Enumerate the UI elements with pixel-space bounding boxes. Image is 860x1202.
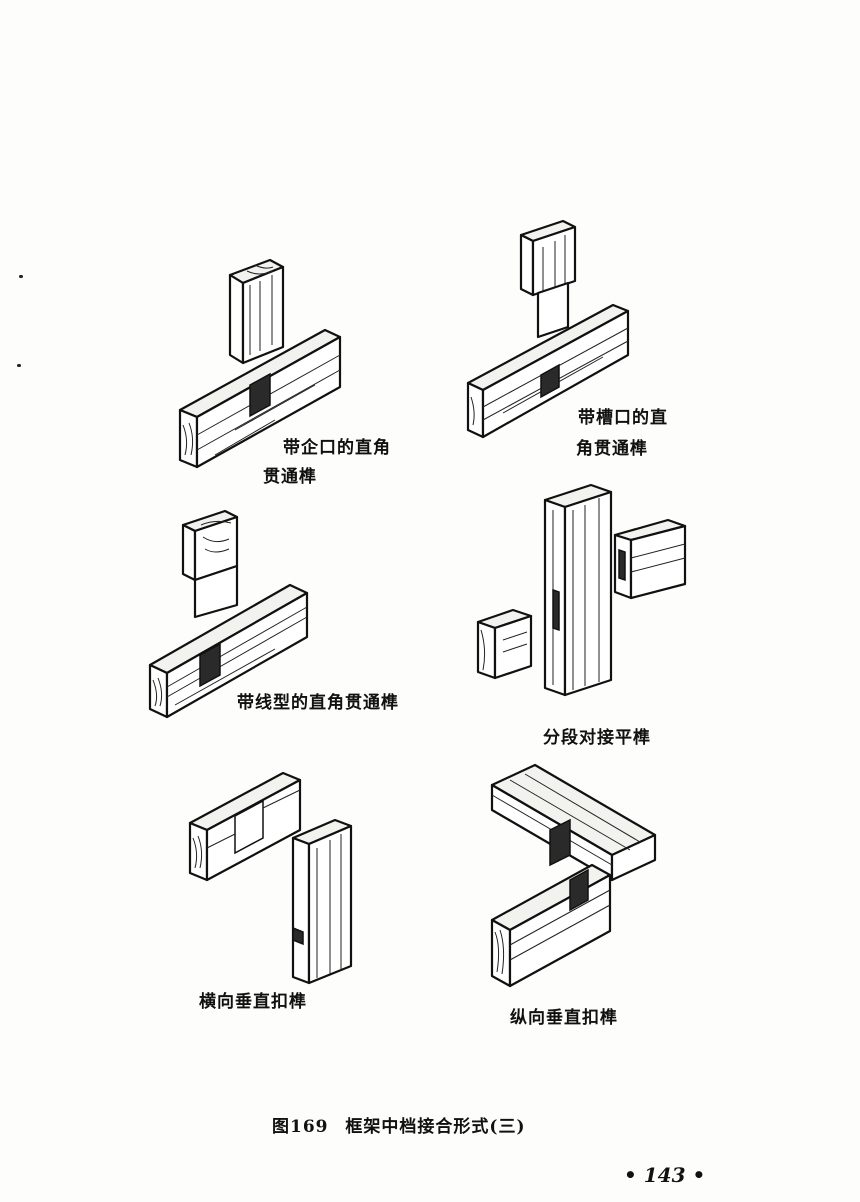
figure-transverse-lap-joint	[185, 768, 365, 988]
figure-tongue-through-tenon	[175, 245, 365, 470]
figure-segmented-butt-tenon	[473, 480, 693, 700]
figure-longitudinal-lap-joint	[480, 760, 670, 990]
figure-groove-through-tenon	[463, 215, 653, 440]
figure-label: 纵向垂直扣榫	[510, 1008, 618, 1028]
figure-label: 横向垂直扣榫	[199, 992, 307, 1012]
figure-profiled-through-tenon	[145, 505, 320, 720]
figure-caption: 图169 框架中档接合形式(三)	[272, 1112, 536, 1137]
figure-label: 带槽口的直 角贯通榫	[576, 408, 668, 459]
margin-mark	[17, 364, 21, 367]
caption-title: 框架中档接合形式(三)	[345, 1117, 526, 1137]
page-number: • 143 •	[624, 1163, 706, 1187]
caption-number: 图169	[272, 1117, 329, 1137]
figure-label: 分段对接平榫	[543, 728, 651, 748]
figure-label: 带线型的直角贯通榫	[237, 693, 399, 713]
margin-mark	[19, 275, 23, 278]
figure-label: 带企口的直角 贯通榫	[263, 438, 391, 487]
